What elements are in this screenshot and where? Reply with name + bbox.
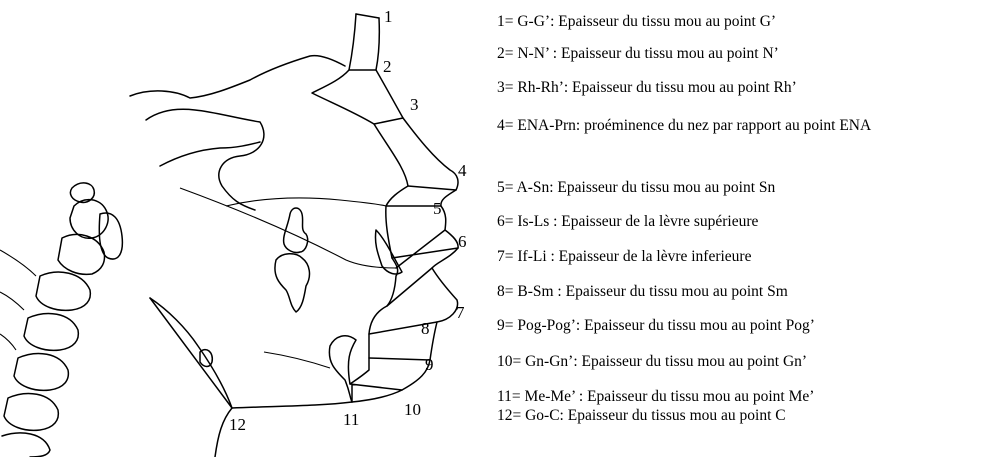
- vertebra-c7: [2, 433, 50, 457]
- lower-molar: [275, 254, 310, 312]
- legend-item: 6= Is-Ls : Epaisseur de la lèvre supérie…: [497, 213, 985, 231]
- sella-outline: [160, 142, 260, 166]
- legend-item: 11= Me-Me’ : Epaisseur du tissu mou au p…: [497, 388, 985, 406]
- label-6: 6: [458, 232, 467, 251]
- maxilla-line: [180, 188, 396, 268]
- legend-item: 4= ENA-Prn: proéminence du nez par rappo…: [497, 117, 985, 135]
- palate-line: [226, 198, 386, 206]
- legend-item: 9= Pog-Pog’: Epaisseur du tissu mou au p…: [497, 317, 985, 335]
- label-10: 10: [404, 400, 421, 419]
- legend-item: 8= B-Sm : Epaisseur du tissu mou au poin…: [497, 283, 985, 301]
- label-7: 7: [456, 303, 465, 322]
- legend-item: 12= Go-C: Epaisseur du tissus mou au poi…: [497, 407, 985, 425]
- vertebra-c4: [24, 314, 78, 351]
- dens: [99, 213, 122, 259]
- soft-tissue-profile: [215, 18, 458, 457]
- label-8: 8: [421, 319, 430, 338]
- mandibular-plane: [264, 352, 330, 368]
- orbit-outline: [146, 109, 264, 210]
- cephalometric-tracing: 1 2 3 4 5 6 7 8 9 10 11 12: [0, 0, 480, 457]
- cranial-outline: [130, 56, 345, 98]
- vertebra-c3: [36, 272, 90, 310]
- legend-item: 7= If-Li : Epaisseur de la lèvre inferie…: [497, 248, 985, 266]
- spinal-process: [0, 250, 36, 350]
- label-11: 11: [343, 410, 359, 429]
- atlas: [70, 200, 108, 239]
- vertebra-c5: [14, 354, 68, 391]
- label-5: 5: [433, 199, 442, 218]
- vertebra-c2: [58, 234, 105, 274]
- label-2: 2: [383, 57, 392, 76]
- label-9: 9: [425, 355, 434, 374]
- legend-item: 1= G-G’: Epaisseur du tissu mou au point…: [497, 13, 985, 31]
- label-4: 4: [458, 161, 467, 180]
- hard-tissue-profile: [312, 14, 408, 402]
- label-1: 1: [384, 7, 393, 26]
- legend-item: 5= A-Sn: Epaisseur du tissu mou au point…: [497, 179, 985, 197]
- upper-molar: [284, 208, 308, 253]
- label-12: 12: [229, 415, 246, 434]
- occipital-condyle: [70, 183, 94, 202]
- legend-item: 3= Rh-Rh’: Epaisseur du tissu mou au poi…: [497, 79, 985, 97]
- label-3: 3: [410, 95, 419, 114]
- vertebra-c6: [4, 394, 58, 431]
- legend-item: 2= N-N’ : Epaisseur du tissu mou au poin…: [497, 45, 985, 63]
- measurement-lines: [150, 14, 458, 408]
- legend-item: 10= Gn-Gn’: Epaisseur du tissu mou au po…: [497, 353, 985, 371]
